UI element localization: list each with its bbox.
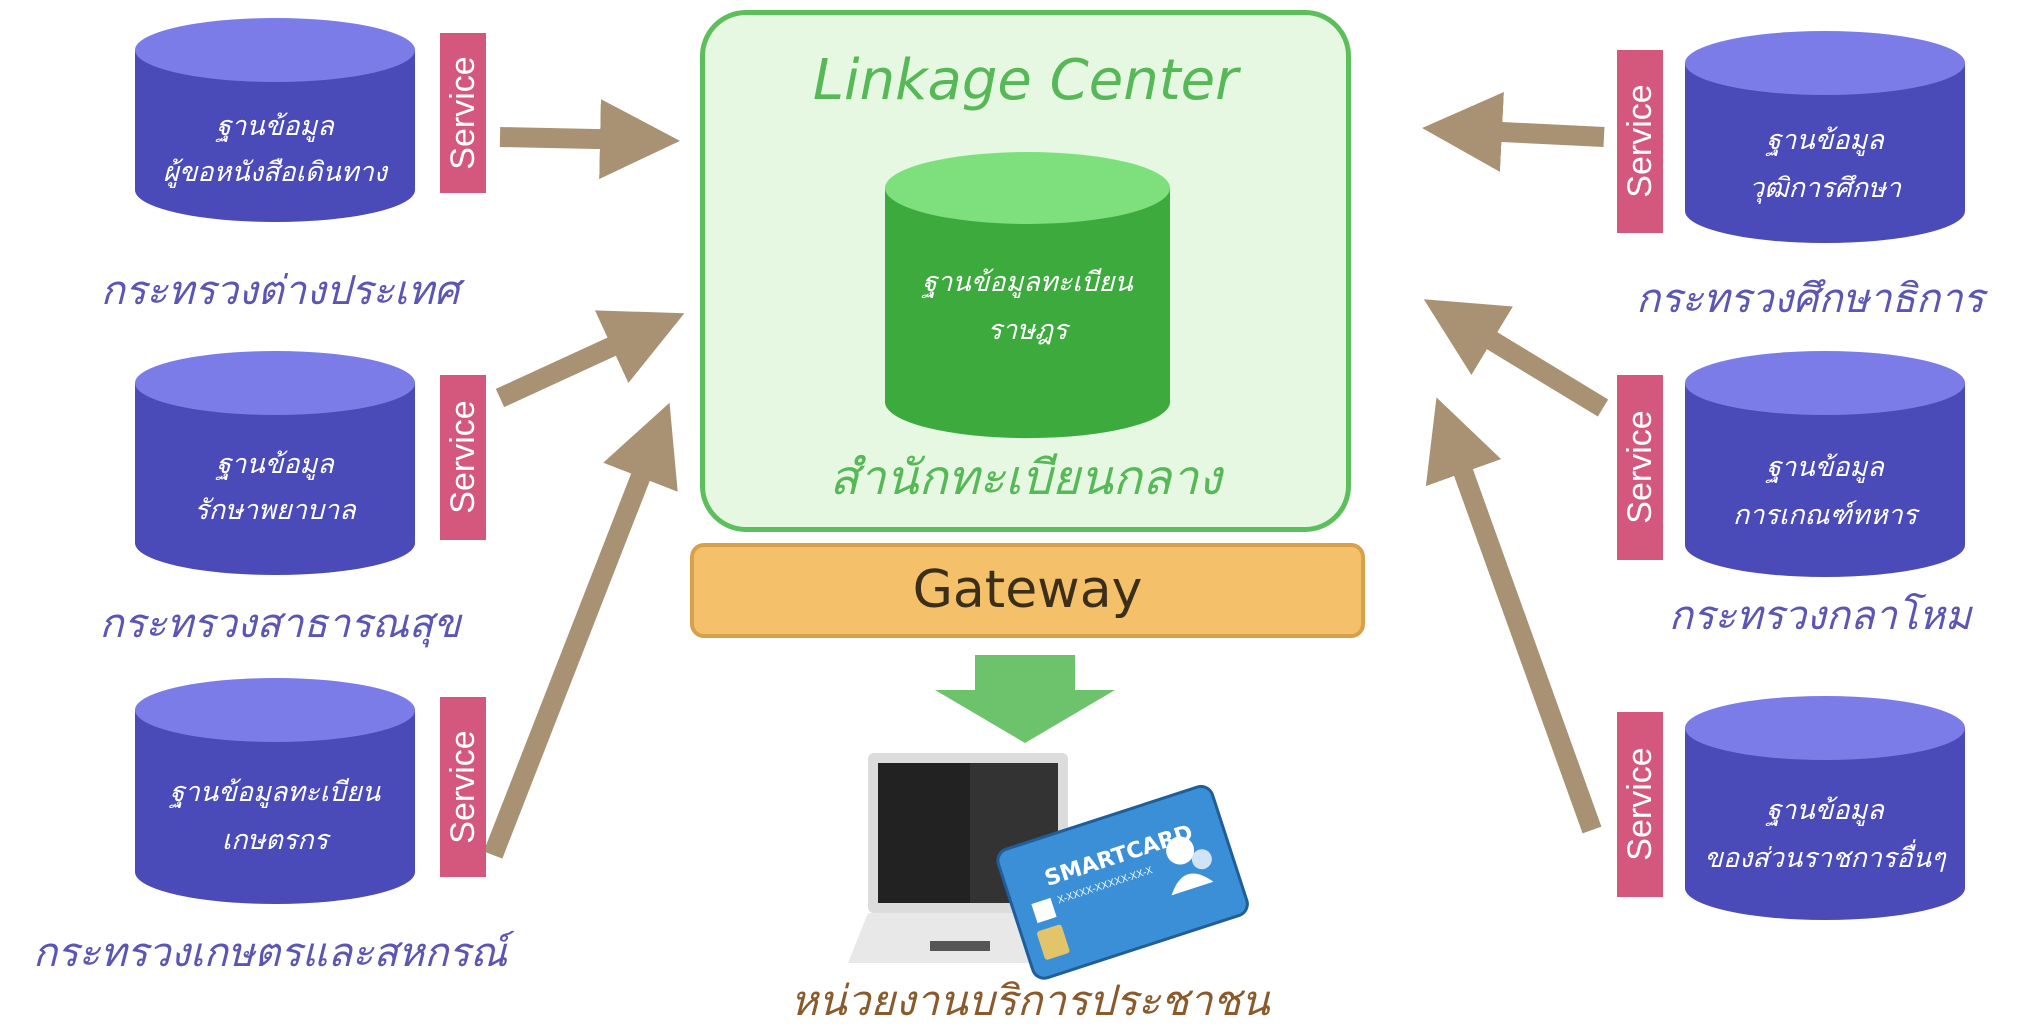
arrow-right-3 bbox=[1425, 397, 1602, 834]
right-service-2-label: Service bbox=[1621, 410, 1659, 524]
arrow-left-2 bbox=[495, 310, 685, 408]
right-service-1-label: Service bbox=[1621, 84, 1659, 198]
right-database-2-line2: การเกณฑ์ทหาร bbox=[1732, 500, 1918, 531]
right-ministry-1: กระทรวงศึกษาธิการ bbox=[1635, 276, 1985, 322]
left-ministry-3: กระทรวงเกษตรและสหกรณ์ bbox=[32, 930, 508, 976]
left-database-2-line2: รักษาพยาบาล bbox=[194, 495, 356, 526]
arrow-right-2 bbox=[1423, 299, 1609, 417]
central-database-label-line1: ฐานข้อมูลทะเบียน bbox=[922, 267, 1133, 298]
left-service-1-label: Service bbox=[444, 56, 482, 170]
left-database-3-line1: ฐานข้อมูลทะเบียน bbox=[169, 777, 381, 808]
left-database-3-line2: เกษตรกร bbox=[221, 825, 329, 856]
right-database-2 bbox=[1685, 351, 1965, 577]
gateway-label: Gateway bbox=[912, 560, 1143, 620]
right-ministry-2: กระทรวงกลาโหม bbox=[1668, 593, 1972, 639]
central-database-label-line2: ราษฎร bbox=[987, 315, 1068, 346]
right-service-3-label: Service bbox=[1621, 747, 1659, 861]
left-database-1-line2: ผู้ขอหนังสือเดินทาง bbox=[163, 157, 387, 188]
central-agency-label: สำนักทะเบียนกลาง bbox=[829, 450, 1222, 506]
left-database-2-line1: ฐานข้อมูล bbox=[216, 449, 334, 480]
right-database-1-line2: วุฒิการศึกษา bbox=[1748, 173, 1901, 204]
left-service-3-label: Service bbox=[444, 730, 482, 844]
gateway-bar bbox=[690, 543, 1365, 638]
linkage-center-title: Linkage Center bbox=[812, 48, 1239, 113]
right-service-1-box bbox=[1617, 50, 1663, 233]
left-service-2-label: Service bbox=[444, 400, 482, 514]
right-database-1 bbox=[1685, 31, 1965, 243]
left-ministry-2: กระทรวงสาธารณสุข bbox=[99, 601, 461, 647]
right-database-3 bbox=[1685, 696, 1965, 920]
smartcard-icon: SMARTCARD X-XXXX-XXXXX-XX-X bbox=[996, 785, 1249, 980]
down-arrow-icon bbox=[935, 655, 1115, 743]
left-service-3-box bbox=[440, 697, 486, 877]
right-database-2-line1: ฐานข้อมูล bbox=[1766, 452, 1884, 483]
linkage-center-box bbox=[700, 10, 1351, 532]
arrow-left-3 bbox=[483, 402, 678, 859]
arrow-left-1 bbox=[499, 99, 680, 180]
right-database-3-line2: ของส่วนราชการอื่นๆ bbox=[1704, 843, 1946, 874]
central-database-icon bbox=[885, 152, 1170, 439]
right-service-2-box bbox=[1617, 375, 1663, 560]
right-database-3-line1: ฐานข้อมูล bbox=[1766, 795, 1884, 826]
arrow-right-1 bbox=[1422, 92, 1605, 172]
right-database-1-line1: ฐานข้อมูล bbox=[1766, 125, 1884, 156]
left-database-1-line1: ฐานข้อมูล bbox=[216, 111, 334, 142]
left-ministry-1: กระทรวงต่างประเทศ bbox=[100, 268, 460, 314]
left-database-3 bbox=[135, 678, 415, 904]
left-database-2 bbox=[135, 351, 415, 575]
service-unit-label: หน่วยงานบริการประชาชน bbox=[790, 976, 1270, 1025]
left-service-1-box bbox=[440, 33, 486, 193]
left-database-1 bbox=[135, 18, 415, 222]
left-service-2-box bbox=[440, 375, 486, 540]
right-service-3-box bbox=[1617, 712, 1663, 897]
